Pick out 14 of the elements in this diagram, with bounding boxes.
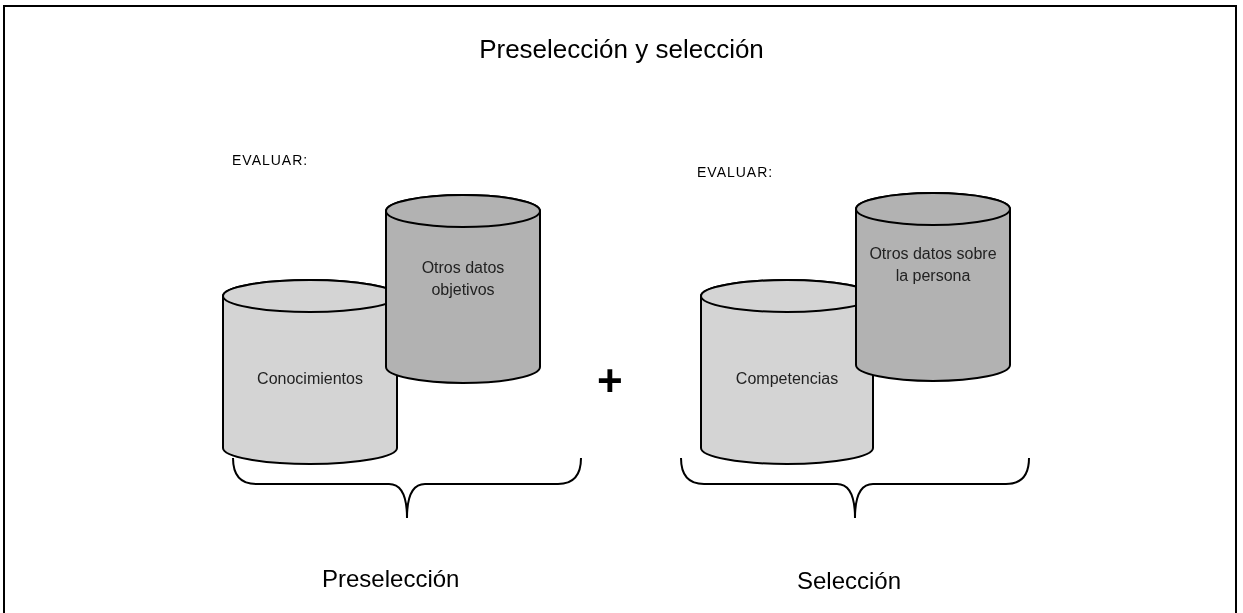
cylinder-label: Otros datos sobre la persona [869, 245, 997, 284]
cylinder [700, 280, 874, 464]
diagram-title: Preselección y selección [479, 34, 764, 64]
cylinder [222, 280, 398, 464]
text-label: Selección [797, 567, 902, 595]
cylinder [855, 193, 1011, 381]
text-label: Preselección [322, 565, 460, 593]
plus-sign: + [597, 356, 623, 406]
text-label: EVALUAR: [232, 152, 309, 168]
cylinder-label: Otros datos objetivos [421, 259, 505, 298]
cylinder-label: Competencias [735, 370, 839, 387]
cylinder [385, 195, 541, 383]
text-label: EVALUAR: [697, 164, 774, 180]
cylinder-label: Conocimientos [257, 370, 363, 387]
